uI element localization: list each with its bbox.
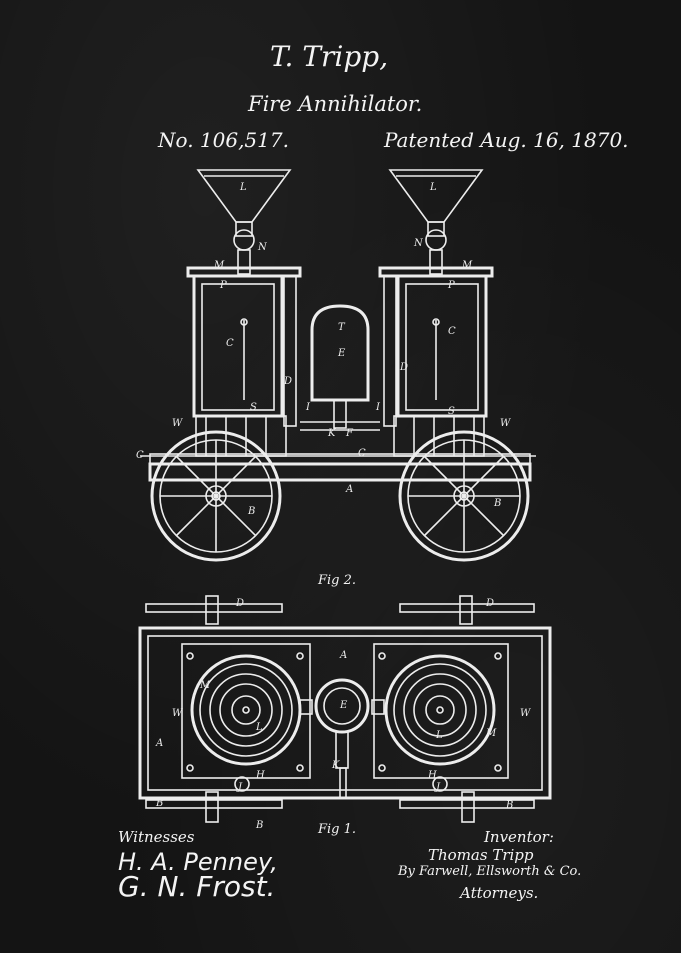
svg-text:A: A (155, 738, 163, 749)
svg-text:L: L (435, 730, 443, 741)
svg-text:W: W (500, 418, 511, 429)
svg-text:S: S (250, 402, 257, 413)
patent-date: Patented Aug. 16, 1870. (384, 128, 629, 152)
svg-text:J: J (236, 782, 243, 793)
right-tank (378, 266, 494, 457)
svg-text:P: P (219, 280, 227, 291)
svg-text:W: W (172, 418, 183, 429)
fig1-labels: D D A A M M W W E L L K H H J J B B B (155, 598, 531, 831)
svg-text:K: K (327, 428, 336, 439)
svg-text:S: S (448, 406, 455, 417)
svg-text:B: B (247, 506, 255, 517)
svg-text:H: H (255, 770, 265, 781)
svg-text:M: M (213, 260, 225, 271)
svg-text:C: C (226, 338, 234, 349)
svg-text:I: I (375, 402, 381, 413)
svg-text:T: T (338, 322, 346, 333)
svg-text:J: J (434, 782, 441, 793)
patent-title: Fire Annihilator. (248, 92, 423, 116)
svg-text:D: D (283, 376, 292, 387)
svg-text:A: A (345, 484, 353, 495)
left-tank (186, 266, 302, 457)
svg-text:K: K (331, 760, 340, 771)
svg-text:A: A (339, 650, 347, 661)
witness-signature-2: G. N. Frost. (118, 870, 276, 903)
fig1-drawing: D D A A M M W W E L L K H H J J B B B (138, 595, 552, 831)
svg-text:M: M (485, 728, 497, 739)
svg-text:C: C (358, 448, 366, 459)
fig2-caption: Fig 2. (318, 573, 357, 588)
attorneys-label: Attorneys. (460, 884, 539, 902)
svg-text:D: D (399, 362, 408, 373)
svg-text:E: E (339, 700, 348, 711)
left-wheel (150, 430, 282, 562)
fig1-caption: Fig 1. (318, 822, 357, 837)
attorneys-signature: By Farwell, Ellsworth & Co. (398, 864, 582, 879)
svg-text:L: L (429, 182, 437, 193)
inventor-label: Inventor: (484, 828, 554, 846)
svg-text:L: L (255, 722, 263, 733)
cart-frame (140, 453, 536, 482)
svg-text:C: C (136, 450, 144, 461)
inventor-signature: Thomas Tripp (428, 846, 534, 864)
right-funnel (388, 169, 484, 275)
svg-text:C: C (448, 326, 456, 337)
svg-text:B: B (155, 798, 163, 809)
svg-text:N: N (257, 242, 268, 253)
svg-text:B: B (493, 498, 501, 509)
svg-text:W: W (172, 708, 183, 719)
fig2-labels: L L N N M M P P C C T E D D S S W W I I … (136, 182, 511, 517)
fig2-drawing: L L N N M M P P C C T E D D S S W W I I … (136, 169, 536, 562)
svg-text:W: W (520, 708, 531, 719)
svg-text:N: N (413, 238, 424, 249)
center-cylinder (300, 304, 380, 431)
svg-text:E: E (337, 348, 346, 359)
svg-text:F: F (345, 428, 354, 439)
svg-text:D: D (235, 598, 244, 609)
svg-text:I: I (305, 402, 311, 413)
left-funnel (196, 169, 292, 275)
svg-text:D: D (485, 598, 494, 609)
svg-text:H: H (427, 770, 437, 781)
right-wheel (398, 430, 530, 562)
witnesses-label: Witnesses (118, 828, 195, 846)
svg-text:M: M (199, 680, 211, 691)
witness-signature-1: H. A. Penney, (118, 848, 278, 876)
svg-text:P: P (447, 280, 455, 291)
inventor-name-heading: T. Tripp, (270, 40, 389, 73)
svg-text:B: B (505, 800, 513, 811)
patent-number: No. 106,517. (158, 128, 289, 152)
svg-text:B: B (255, 820, 263, 831)
svg-text:L: L (239, 182, 247, 193)
svg-text:M: M (461, 260, 473, 271)
